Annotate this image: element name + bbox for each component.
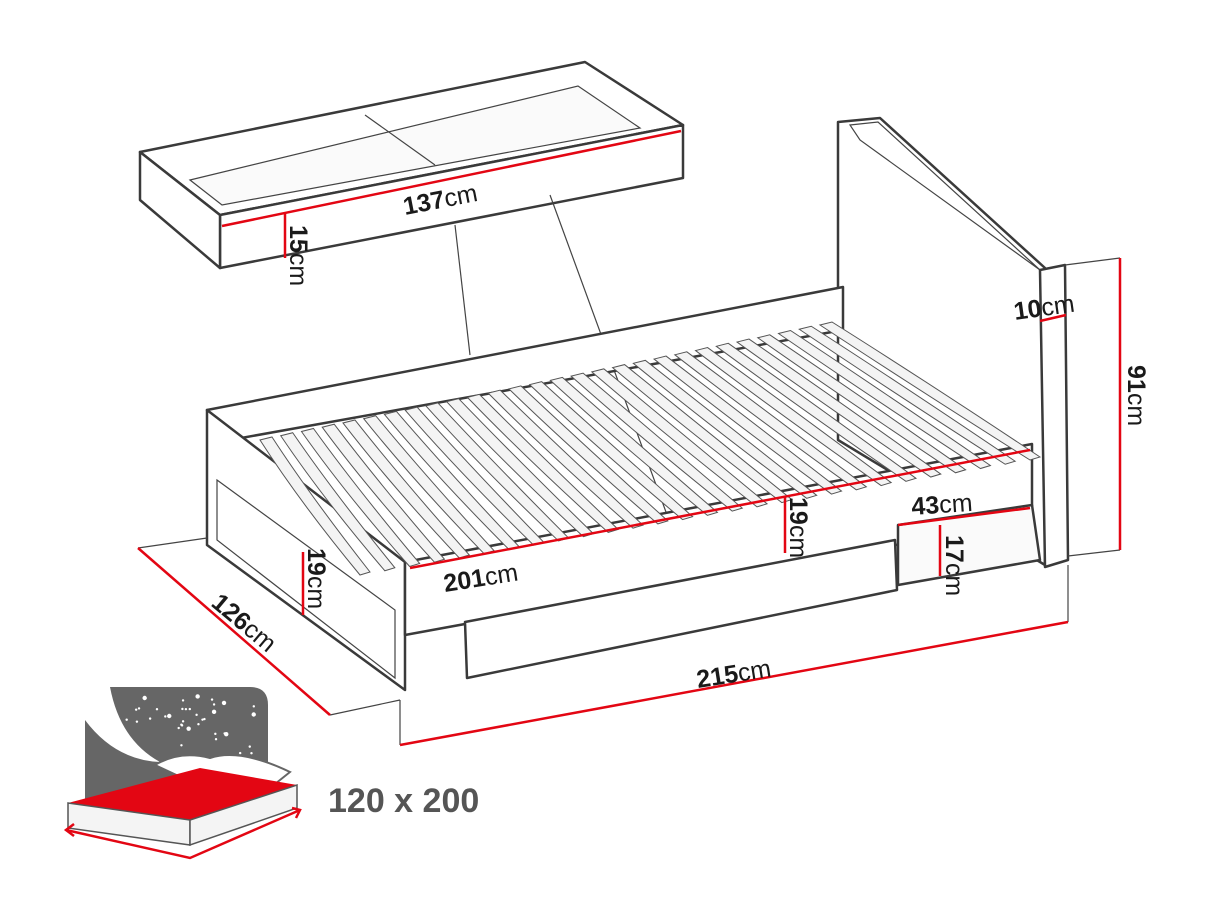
star	[214, 732, 217, 736]
slat	[694, 347, 893, 487]
star	[210, 698, 214, 701]
label-side-rail-height: 19cm	[784, 497, 812, 558]
star	[177, 726, 180, 730]
slat	[570, 372, 744, 512]
star	[155, 708, 159, 711]
slats	[259, 321, 1042, 576]
star	[184, 707, 188, 711]
star	[142, 695, 147, 701]
star	[148, 717, 152, 720]
label-headboard-thickness: 10cm	[1012, 290, 1076, 326]
slat	[777, 329, 992, 470]
star	[251, 712, 256, 717]
slat	[652, 355, 843, 495]
star	[248, 745, 251, 748]
slat	[279, 432, 396, 572]
slat	[321, 423, 446, 563]
label-total-length: 215cm	[695, 655, 774, 694]
star	[164, 715, 167, 718]
label-shelf-width: 43cm	[910, 489, 973, 521]
star	[180, 744, 183, 747]
star	[252, 705, 255, 708]
slat	[818, 321, 1042, 461]
slat	[632, 359, 818, 499]
slat	[798, 325, 1017, 465]
star	[238, 751, 242, 755]
star	[214, 738, 218, 741]
slat	[611, 364, 793, 504]
slat	[507, 385, 669, 525]
slat	[673, 351, 868, 491]
star	[186, 726, 191, 731]
star	[137, 707, 141, 710]
star	[197, 723, 200, 726]
slat	[259, 436, 371, 576]
star	[221, 700, 227, 706]
mattress-size-label: 120 x 200	[328, 782, 479, 820]
star	[188, 707, 191, 711]
slat	[756, 334, 967, 474]
star	[201, 718, 204, 721]
label-shelf-height: 17cm	[940, 535, 968, 596]
slat	[362, 415, 495, 555]
star	[195, 694, 200, 699]
star	[212, 703, 216, 706]
star	[223, 732, 226, 735]
night-sky-bed-icon	[63, 687, 302, 860]
star	[181, 707, 184, 711]
inner-length-line	[409, 448, 1031, 570]
label-inner-length: 201cm	[442, 559, 521, 598]
star	[181, 720, 185, 723]
star	[195, 713, 198, 717]
label-total-height: 91cm	[1122, 365, 1150, 426]
star	[211, 709, 217, 715]
star	[203, 717, 206, 721]
label-foot-height: 19cm	[302, 548, 330, 609]
slat	[528, 381, 694, 521]
star	[250, 751, 253, 755]
star	[180, 723, 183, 726]
label-drawer-length: 137cm	[401, 179, 480, 221]
slat	[549, 376, 719, 516]
slat	[487, 389, 644, 529]
slat	[735, 338, 942, 478]
label-drawer-height: 15cm	[284, 225, 312, 286]
star	[134, 708, 138, 711]
star	[135, 720, 139, 723]
bed-frame	[205, 285, 1042, 692]
slat	[590, 368, 769, 508]
drawer-length-line	[221, 129, 682, 228]
star	[125, 718, 128, 721]
slat	[342, 419, 471, 559]
slat	[300, 427, 421, 568]
star	[181, 699, 185, 702]
label-total-width: 126cm	[206, 588, 281, 658]
star	[167, 713, 172, 719]
drawer	[138, 60, 685, 270]
slat	[715, 342, 918, 482]
